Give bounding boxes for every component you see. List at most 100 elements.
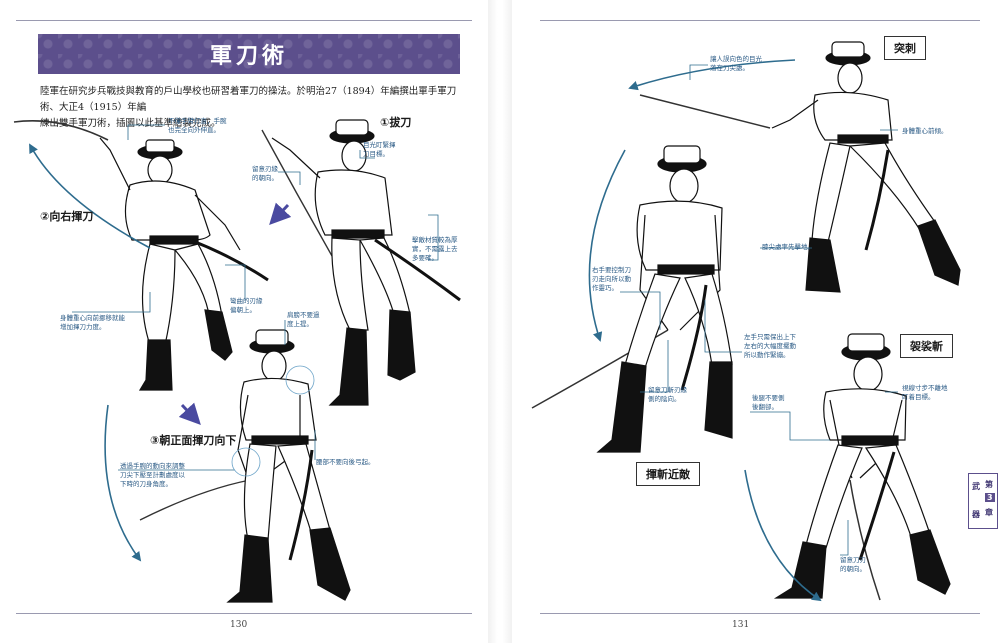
sword-blade	[639, 94, 771, 129]
arm-raised	[271, 137, 321, 179]
chapter-side-tab: 武 器 第 3 章	[968, 473, 998, 529]
motion-arc-close	[588, 149, 626, 342]
motion-arc-thrust	[628, 59, 796, 91]
intro-line-1: 陸軍在研究步兵戰技與教育的戶山學校也研習着軍刀的操法。於明治27（1894）年編…	[40, 86, 457, 113]
highlight-circle-shoulder	[285, 365, 315, 395]
soldier-figure-thrust	[639, 41, 961, 293]
boot-left	[805, 237, 841, 293]
bottom-rule	[540, 613, 980, 614]
bottom-rule	[16, 613, 472, 614]
annotation-shoulders: 肩膀不要過度上提。	[287, 311, 320, 328]
annotation-enemy-material: 擊敵材質較為厚實，不需露上去多要確。	[412, 236, 458, 262]
leg-right	[173, 243, 223, 321]
cap	[145, 139, 175, 153]
leader-lines-right	[620, 64, 898, 556]
head	[837, 62, 863, 94]
tab-char-3: 第	[985, 480, 993, 489]
leg-right	[359, 237, 411, 319]
right-page: 131	[512, 0, 1000, 643]
title-banner: 軍刀術	[38, 34, 460, 74]
annotation-rear-leg: 後腿不要側後翻卻。	[752, 394, 785, 411]
tunic	[636, 200, 723, 271]
scabbard	[864, 149, 890, 251]
boot-left	[138, 339, 173, 391]
tab-char-4: 3	[985, 493, 995, 502]
arm-left	[237, 394, 249, 479]
head	[261, 350, 287, 382]
soldier-figure-kesa	[773, 333, 951, 601]
boot-right	[909, 529, 951, 595]
annotation-left-hand: 左手只需保出上下左右的大幅度擺動所以動作緊繃。	[744, 333, 796, 359]
left-page: 軍刀術 陸軍在研究步兵戰技與教育的戶山學校也研習着軍刀的操法。於明治27（189…	[0, 0, 488, 643]
step-label-swing-right: ②向右揮刀	[40, 210, 94, 223]
belt	[149, 235, 199, 245]
leg-left	[141, 243, 176, 346]
annotation-arm-straight: 不僅手臂打直，手腕也完全向外伸直。	[168, 117, 227, 134]
annotation-edge-direction: 留意刃緣的朝向。	[252, 165, 278, 182]
scabbard	[858, 451, 896, 561]
boot-right	[309, 527, 351, 601]
top-rule	[16, 20, 472, 21]
leg-left	[811, 142, 851, 243]
annotation-blade-direction: 留意刀刃的朝向。	[840, 556, 866, 573]
scabbard	[288, 449, 314, 561]
tunic	[124, 180, 211, 241]
boot-left	[596, 361, 647, 453]
scabbard	[189, 238, 269, 282]
page-title: 軍刀術	[209, 44, 288, 69]
sword-blade	[261, 129, 341, 271]
cap	[663, 145, 701, 164]
intro-text: 陸軍在研究步兵戰技與教育的戶山學校也研習着軍刀的操法。於明治27（1894）年編…	[40, 84, 464, 132]
boot-right	[917, 219, 961, 286]
intro-line-2: 練出雙手軍刀術，插圖以此基準繪製完成。	[40, 118, 221, 129]
technique-label-close-cut: 揮斬近敵	[636, 462, 700, 486]
cap	[335, 119, 369, 136]
step-label-draw: ①拔刀	[380, 116, 412, 129]
technique-label-thrust: 突刺	[884, 36, 926, 60]
tab-char-5: 章	[985, 508, 993, 517]
boot-left	[226, 534, 273, 603]
head	[669, 168, 699, 204]
soldier-figure-swing-right	[13, 120, 269, 391]
annotation-wrist-angle: 透過手腕的動向來調整刀尖下壓至計劃處度以下時的刀身角度。	[120, 462, 185, 488]
leg-left	[624, 273, 681, 369]
annotation-misdirect-gaze: 讓人誤向色的目光落在刀尖處。	[710, 55, 762, 72]
cap	[255, 329, 289, 346]
boot-left	[328, 327, 369, 406]
leg-right	[848, 142, 936, 231]
transition-arrow-2	[178, 402, 201, 426]
boot-left	[773, 541, 827, 599]
sword-blade	[139, 479, 251, 521]
arm-raised	[99, 137, 131, 191]
annotation-right-hand: 右手要控制刀刃走向所以動作靈巧。	[592, 266, 631, 292]
annotation-knee-first: 膝尖處率先擊地。	[762, 243, 814, 251]
cap	[831, 41, 865, 58]
annotation-waist: 腰部不要向後弓起。	[316, 458, 375, 466]
head	[147, 155, 173, 185]
annotation-curved-edge: 彎曲的刃緣偏朝上。	[230, 297, 263, 314]
soldier-figure-close-cut	[531, 145, 733, 453]
arm-lower	[194, 194, 241, 251]
annotation-blade-side: 留意刀斬刃緣側的陰向。	[648, 386, 687, 403]
page-number-left: 130	[230, 620, 248, 630]
motion-arc-down	[104, 404, 142, 562]
transition-arrow-1	[269, 202, 292, 226]
tab-char-2: 器	[972, 510, 980, 519]
top-rule	[540, 20, 980, 21]
technique-label-kesa: 袈裟斬	[900, 334, 953, 358]
annotation-weight-forward: 身體重心向前挪移就能增加揮刀力度。	[60, 314, 125, 331]
annotation-eyes-on-target: 視線寸步不離地盯着目標。	[902, 384, 948, 401]
boot-right	[387, 309, 416, 381]
scabbard	[680, 284, 708, 391]
leg-left	[243, 443, 277, 541]
annotation-eyes-target: 目光盯緊揮刀目標。	[363, 141, 396, 158]
belt	[657, 264, 715, 275]
belt	[331, 229, 385, 239]
leg-left	[331, 237, 369, 331]
scabbard	[374, 238, 461, 302]
boot-right	[204, 309, 233, 361]
arm-front	[771, 99, 819, 129]
soldier-figure-draw	[261, 119, 461, 406]
tab-char-1: 武	[972, 482, 980, 491]
motion-arc-kesa	[744, 469, 822, 602]
